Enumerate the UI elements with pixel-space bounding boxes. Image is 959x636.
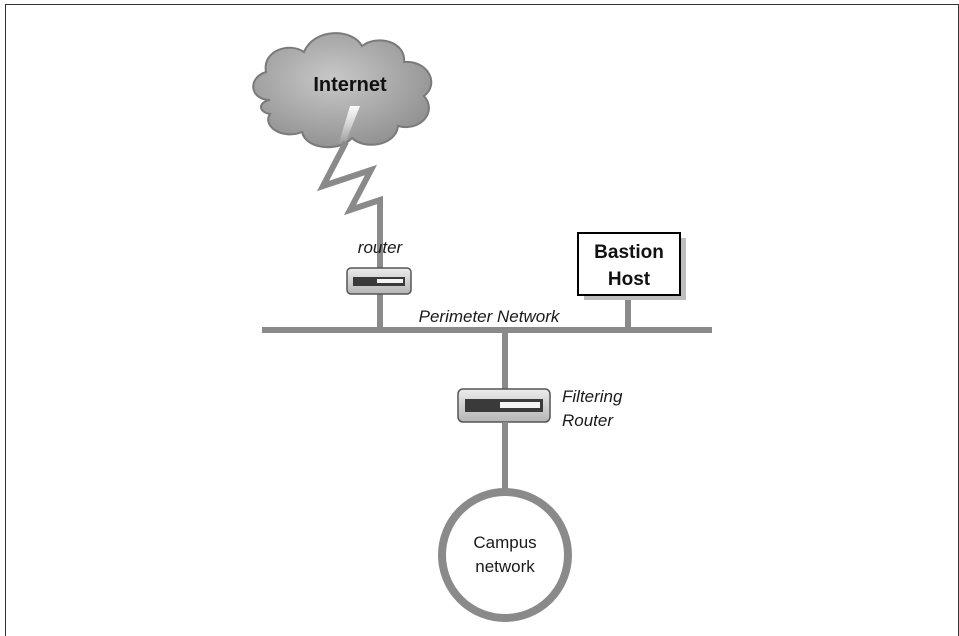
campus-network-label-line2: network: [475, 557, 535, 576]
perimeter-network-label: Perimeter Network: [419, 307, 561, 326]
campus-network-label-line1: Campus: [473, 533, 536, 552]
bastion-host-label-line2: Host: [608, 269, 651, 290]
campus-network-circle: [438, 488, 572, 622]
filtering-router-icon: [457, 388, 551, 423]
router-icon: [346, 267, 412, 295]
link-glow: [338, 106, 360, 146]
router-label: router: [358, 238, 404, 257]
filtering-router-label-line1: Filtering: [562, 387, 623, 406]
internet-label: Internet: [313, 74, 387, 96]
bastion-host-label-line1: Bastion: [594, 242, 664, 263]
internet-cloud-icon: [252, 32, 433, 149]
filtering-router-label-line2: Router: [562, 411, 614, 430]
lightning-link-icon: [316, 140, 383, 268]
bastion-host-box: [577, 232, 686, 300]
